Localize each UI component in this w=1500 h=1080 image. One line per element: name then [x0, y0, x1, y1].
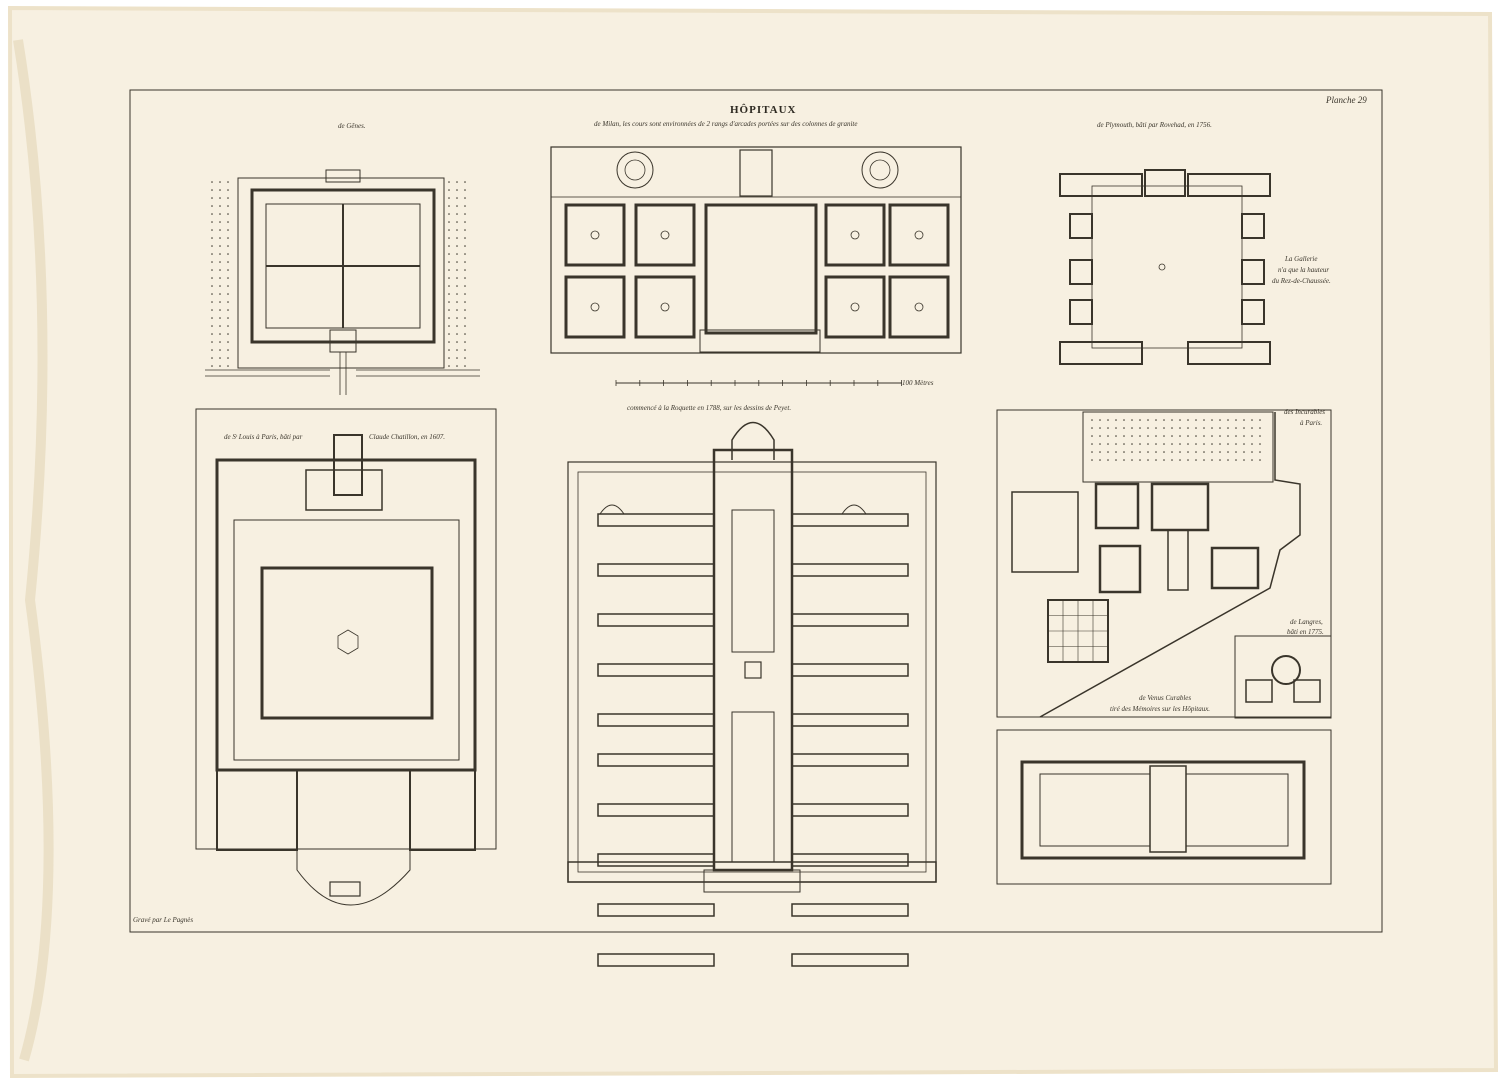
caption-roquette: commencé à la Roquette en 1788, sur les … — [627, 404, 792, 412]
caption-saint-louis: de Sᵗ Louis à Paris, bâti par — [224, 433, 303, 441]
caption-plymouth: de Plymouth, bâti par Rovehad, en 1756. — [1097, 121, 1212, 129]
engraver-credit: Gravé par Le Pagnès — [133, 916, 194, 924]
plate-border — [129, 89, 1383, 933]
caption-gallerie-line1: La Gallerie — [1285, 255, 1318, 263]
paper-stain — [13, 39, 54, 1062]
scale-label: 100 Mètres — [902, 379, 934, 387]
caption-gallerie-line3: du Rez-de-Chaussée. — [1272, 277, 1331, 285]
caption-gallerie-line2: n'a que la hauteur — [1278, 266, 1330, 274]
plate-title: HÔPITAUX — [730, 104, 797, 116]
paper-sheet — [7, 5, 1499, 1079]
caption-incurables-line2: à Paris. — [1300, 419, 1323, 427]
plan-incurables — [996, 409, 1332, 719]
caption-chatillon: Claude Chatillon, en 1607. — [369, 433, 446, 441]
plan-milan — [550, 146, 962, 386]
caption-incurables-line1: des Incurables — [1284, 408, 1326, 416]
plan-plymouth — [1059, 169, 1271, 365]
caption-milan: de Milan, les cours sont environnées de … — [594, 120, 858, 128]
caption-langres-line1: de Langres, — [1290, 618, 1323, 626]
plate-number: Planche 29 — [1326, 95, 1367, 105]
caption-langres-line2: bâti en 1775. — [1287, 628, 1324, 636]
plan-venus-curables — [996, 729, 1332, 885]
caption-genes: de Gênes. — [338, 122, 366, 130]
plan-genes — [205, 169, 480, 395]
caption-venus-line1: de Venus Curables — [1139, 694, 1192, 702]
caption-venus-line2: tiré des Mémoires sur les Hôpitaux. — [1110, 705, 1211, 713]
plan-roquette — [567, 421, 937, 967]
plan-saint-louis — [195, 408, 497, 906]
